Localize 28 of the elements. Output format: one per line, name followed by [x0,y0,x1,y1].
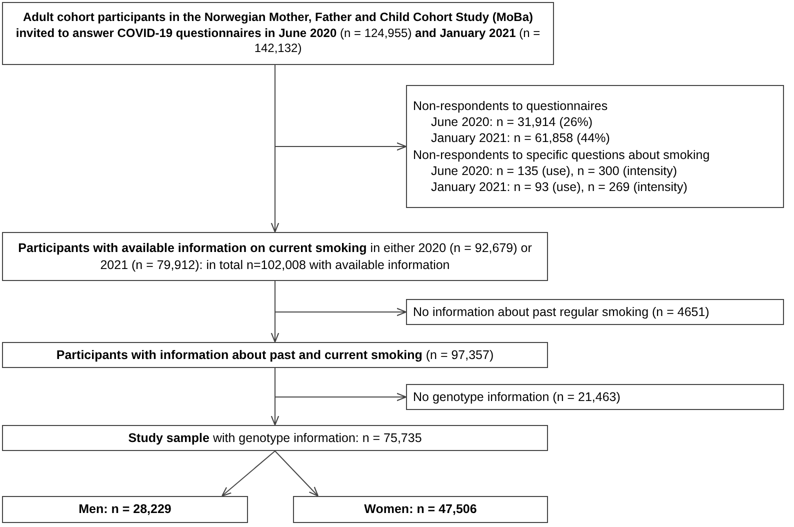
box-text: No genotype information (n = 21,463) [413,388,622,406]
box-text: Study sample with genotype information: n = 75,735 [127,430,423,446]
arrow [274,450,319,497]
process-box [2,2,554,65]
arrow [274,368,407,402]
box-text: Adult cohort participants in the Norwegian Mother, Father and Child Cohort Study (MoBa) invited to answer COVID-19 questionnaires in June 2020 (n = 124,955) and January 2021 (n = 142,132) [14,10,542,57]
process-box [2,342,548,368]
box-text: No information about past regular smoking (n = 4651) [413,304,710,320]
arrow [221,450,276,497]
box-text: Non-respondents to specific questions about smoking [413,146,711,163]
box-text: Men: n = 28,229 [78,501,172,518]
exclusion-box [406,85,784,208]
exclusion-box [406,299,784,325]
process-box [2,425,548,451]
box-text: Participants with available information on current smoking in either 2020 (n = 92,679) or 2021 (n = 79,912): in total n=102,008 with available information [17,240,533,273]
box-text: January 2021: n = 61,858 (44%) [430,130,611,146]
process-box [2,232,548,281]
arrow [274,280,407,316]
box-text: June 2020: n = 31,914 (26%) [430,114,594,130]
box-text: January 2021: n = 93 (use), n = 269 (intensity) [430,179,688,196]
box-text: Women: n = 47,506 [363,501,478,518]
exclusion-box [406,384,784,410]
box-text: Participants with information about past and current smoking (n = 97,357) [55,346,495,364]
box-text: June 2020: n = 135 (use), n = 300 (intensity) [430,162,678,179]
box-text: Non-respondents to questionnaires [413,98,609,114]
outcome-box [2,496,248,523]
arrow [274,64,407,151]
outcome-box [293,496,548,523]
